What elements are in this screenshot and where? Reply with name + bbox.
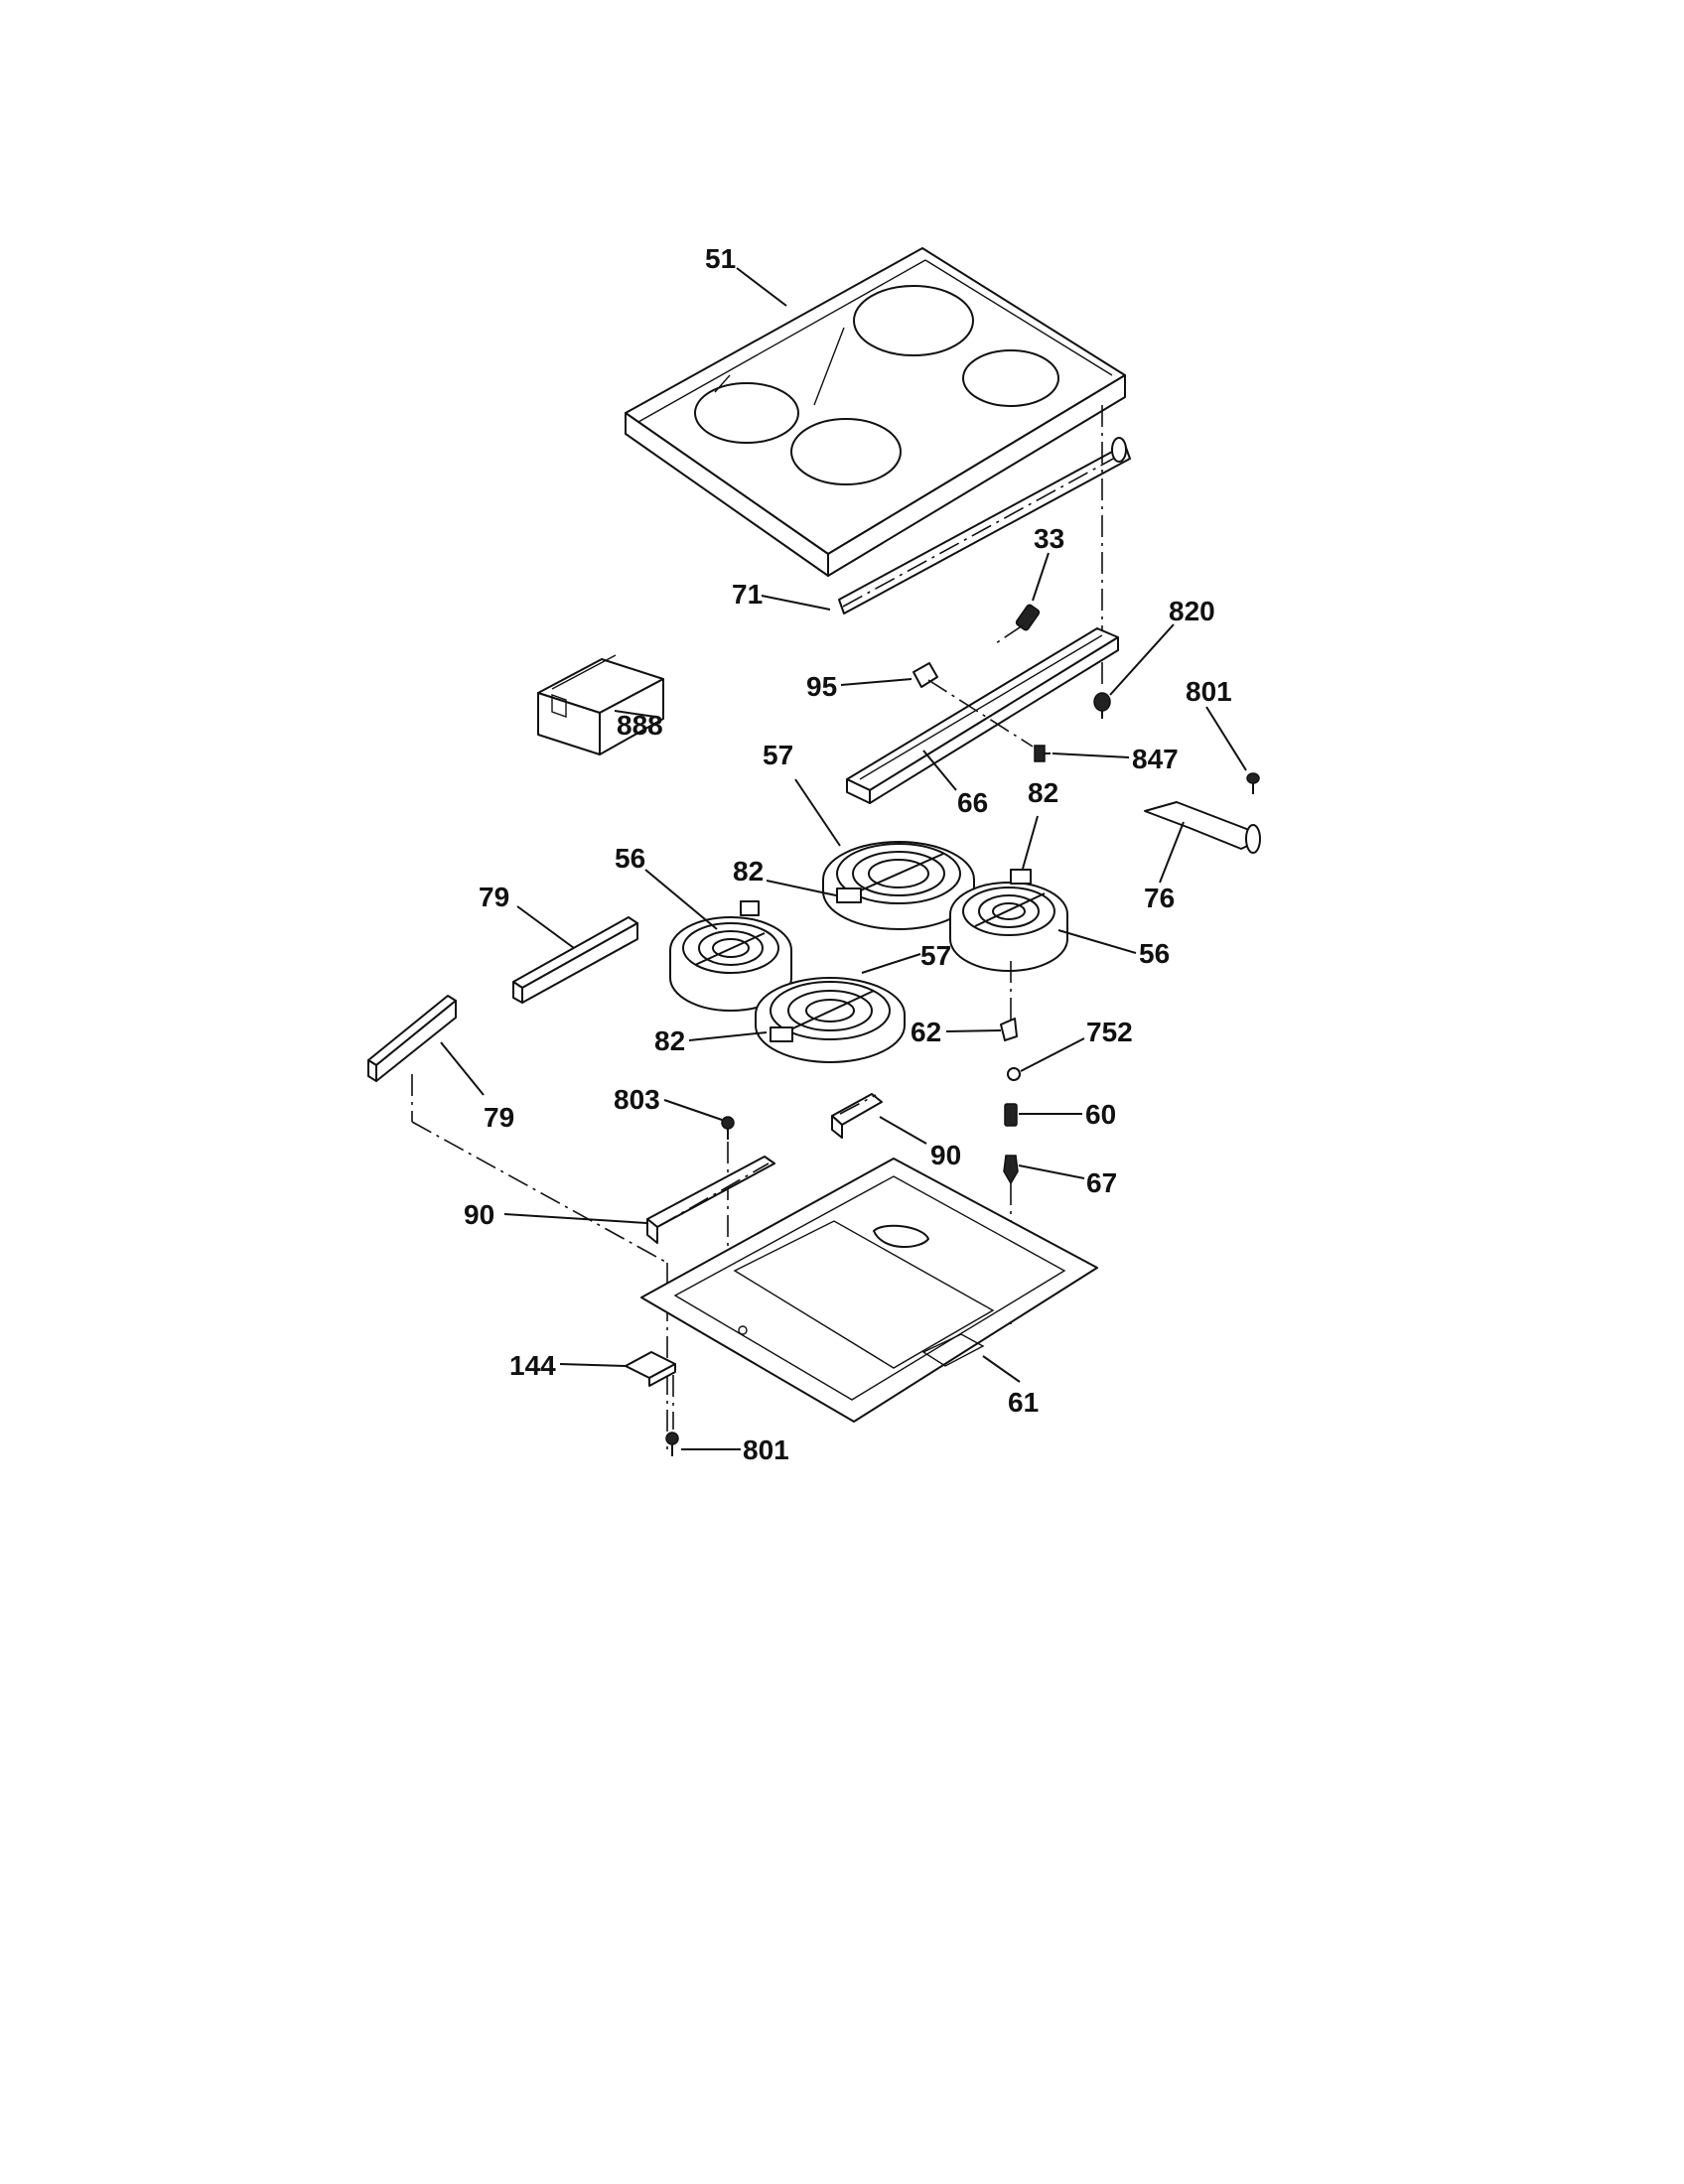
surface-element-56-left (669, 900, 792, 1012)
callout-62: 62 (911, 1017, 941, 1047)
bracket-90-left (646, 1156, 775, 1244)
callout-67: 67 (1086, 1167, 1117, 1198)
support-bracket-part (846, 627, 1119, 804)
callout-90-left: 90 (464, 1199, 494, 1230)
screw-847-part (1034, 745, 1051, 762)
surface-element-57-lower (755, 977, 906, 1063)
callout-888: 888 (617, 710, 663, 741)
callout-79-lower: 79 (484, 1102, 514, 1133)
box-888-part (537, 654, 664, 755)
callout-803: 803 (614, 1084, 660, 1115)
screw-801-bottom-part (665, 1432, 679, 1456)
callout-801-bottom: 801 (743, 1434, 789, 1465)
callout-90-right: 90 (930, 1140, 961, 1170)
bottom-pan-part (640, 1158, 1098, 1430)
callout-57-lower: 57 (920, 940, 951, 971)
cooktop-glass-part (625, 247, 1126, 577)
connector-part (992, 604, 1041, 646)
surface-element-57-top (822, 841, 975, 930)
bracket-90-right (831, 1093, 883, 1139)
screw-820-part (1093, 405, 1111, 719)
callout-820: 820 (1169, 596, 1215, 626)
callout-82-top-right: 82 (1028, 777, 1058, 808)
callout-51: 51 (705, 243, 736, 274)
callout-60: 60 (1085, 1099, 1116, 1130)
callout-57-top: 57 (763, 740, 793, 770)
callout-79-upper: 79 (479, 882, 509, 912)
callout-66: 66 (957, 787, 988, 818)
callout-847: 847 (1132, 744, 1179, 774)
bracket-76-part (1144, 801, 1261, 854)
callout-56-left: 56 (615, 843, 645, 874)
screw-803-part (721, 1116, 735, 1271)
callout-71: 71 (732, 579, 763, 610)
callout-95: 95 (806, 671, 837, 702)
leader-lines (440, 267, 1247, 1450)
callout-801-top: 801 (1186, 676, 1232, 707)
callout-33: 33 (1034, 523, 1064, 554)
callout-82-lower: 82 (654, 1025, 685, 1056)
callout-144: 144 (509, 1350, 556, 1381)
screw-801-top-part (1246, 772, 1260, 794)
trim-strip-part (838, 437, 1131, 614)
trim-79-upper (512, 916, 638, 1004)
bracket-144-part (625, 1351, 676, 1387)
callout-56-right: 56 (1139, 938, 1170, 969)
surface-element-56-right (949, 869, 1068, 972)
callout-76: 76 (1144, 883, 1175, 913)
callout-82-middle: 82 (733, 856, 764, 887)
callout-61: 61 (1008, 1387, 1039, 1418)
callout-752: 752 (1086, 1017, 1133, 1047)
clip-95-part (912, 662, 1034, 748)
trim-79-lower (367, 995, 668, 1449)
callout-labels: 51 71 33 820 888 95 801 847 57 66 82 56 … (464, 243, 1232, 1465)
